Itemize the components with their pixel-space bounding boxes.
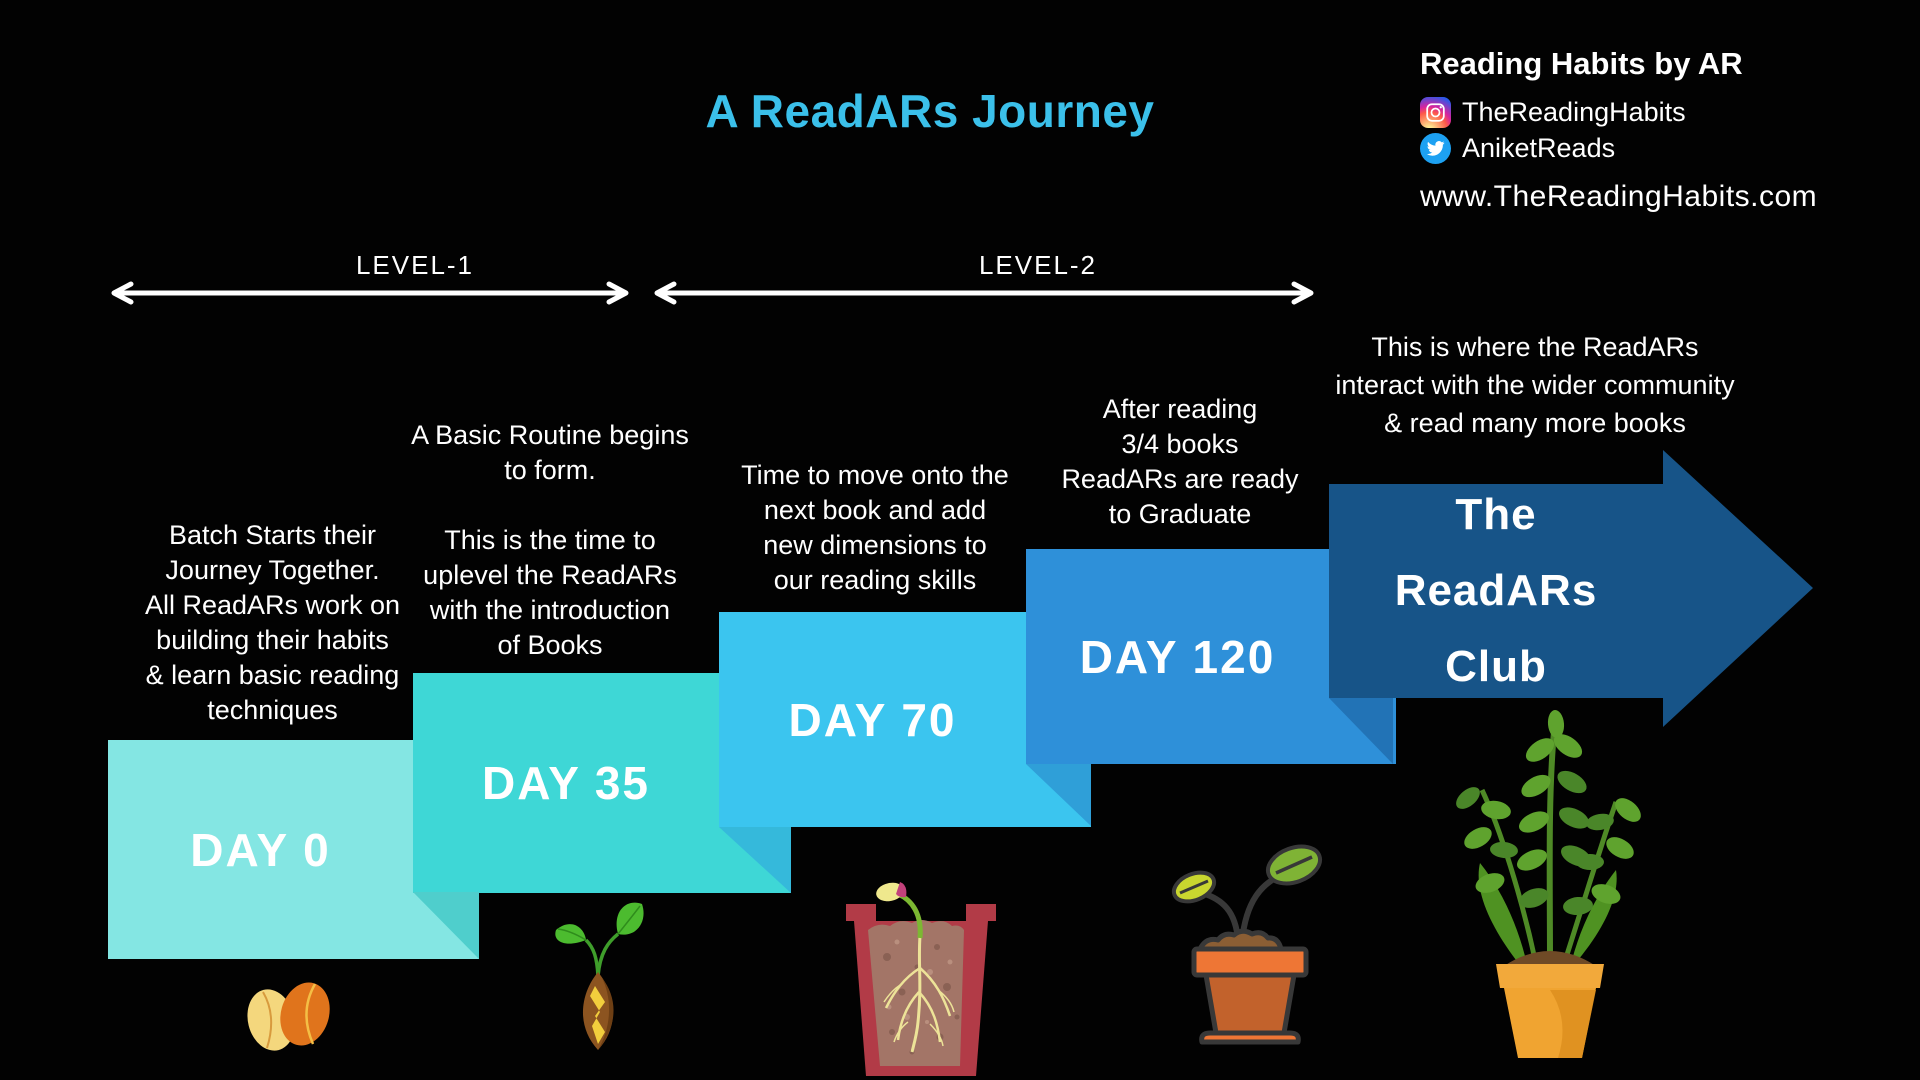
club-label: The ReadARs Club <box>1394 490 1598 691</box>
day35-description: A Basic Routine begins to form. This is … <box>411 420 689 660</box>
instagram-icon <box>1420 96 1451 128</box>
day0-label: DAY 0 <box>190 823 331 876</box>
club-description: This is where the ReadARs interact with … <box>1335 332 1735 438</box>
website-url: www.TheReadingHabits.com <box>1420 180 1818 213</box>
day0-description: Batch Starts their Journey Together. All… <box>144 520 401 725</box>
twitter-handle: AniketReads <box>1462 132 1616 163</box>
day120-label: DAY 120 <box>1079 630 1276 683</box>
day120-description: After reading 3/4 books ReadARs are read… <box>1061 394 1299 529</box>
page-title: A ReadARs Journey <box>705 85 1155 137</box>
day70-description: Time to move onto the next book and add … <box>741 460 1009 595</box>
level-1-span: LEVEL-1 <box>105 250 635 306</box>
brand-name: Reading Habits by AR <box>1420 46 1743 81</box>
day35-label: DAY 35 <box>481 757 650 809</box>
pot-with-roots-icon <box>846 882 996 1076</box>
level-2-arrow <box>654 281 1314 305</box>
sprouting-seed-icon <box>555 902 644 1050</box>
level-1-label: LEVEL-1 <box>355 250 475 280</box>
twitter-icon <box>1420 132 1451 164</box>
instagram-handle: TheReadingHabits <box>1462 96 1686 127</box>
club-arrow: The ReadARs Club <box>1329 450 1813 727</box>
two-seeds-icon <box>247 982 330 1051</box>
twitter-row: AniketReads <box>1420 130 1900 166</box>
brand-block: Reading Habits by AR TheReadingHabits An… <box>1420 46 1900 214</box>
level-2-span: LEVEL-2 <box>648 250 1320 306</box>
day70-label: DAY 70 <box>788 693 957 746</box>
instagram-row: TheReadingHabits <box>1420 94 1900 130</box>
mature-plant-icon <box>1456 710 1641 1058</box>
level-1-arrow <box>111 281 629 305</box>
level-2-label: LEVEL-2 <box>978 250 1098 280</box>
potted-seedling-icon <box>1171 844 1323 1045</box>
